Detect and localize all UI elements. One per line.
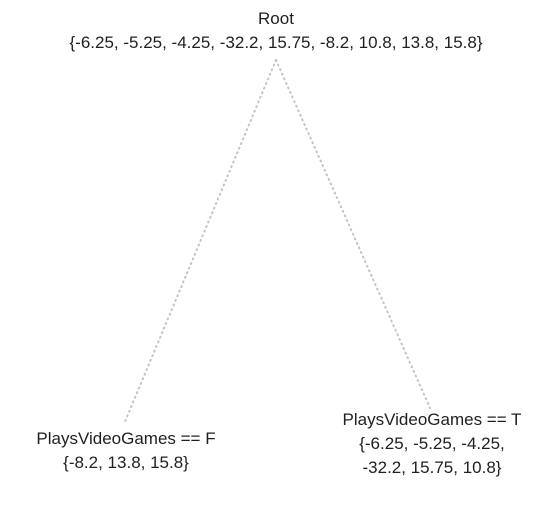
edge-root-to-true — [275, 59, 431, 409]
node-plays-video-games-true: PlaysVideoGames == T {-6.25, -5.25, -4.2… — [316, 408, 548, 480]
node-true-values-line2: -32.2, 15.75, 10.8} — [362, 458, 502, 477]
root-node: Root {-6.25, -5.25, -4.25, -32.2, 15.75,… — [0, 7, 552, 55]
root-values: {-6.25, -5.25, -4.25, -32.2, 15.75, -8.2… — [69, 33, 483, 52]
node-false-label: PlaysVideoGames == F — [36, 429, 216, 448]
node-false-values: {-8.2, 13.8, 15.8} — [63, 453, 189, 472]
node-true-values-line1: {-6.25, -5.25, -4.25, — [359, 434, 505, 453]
edge-root-to-false — [123, 59, 277, 425]
root-label: Root — [258, 9, 294, 28]
node-true-label: PlaysVideoGames == T — [342, 410, 522, 429]
node-plays-video-games-false: PlaysVideoGames == F {-8.2, 13.8, 15.8} — [0, 427, 252, 475]
